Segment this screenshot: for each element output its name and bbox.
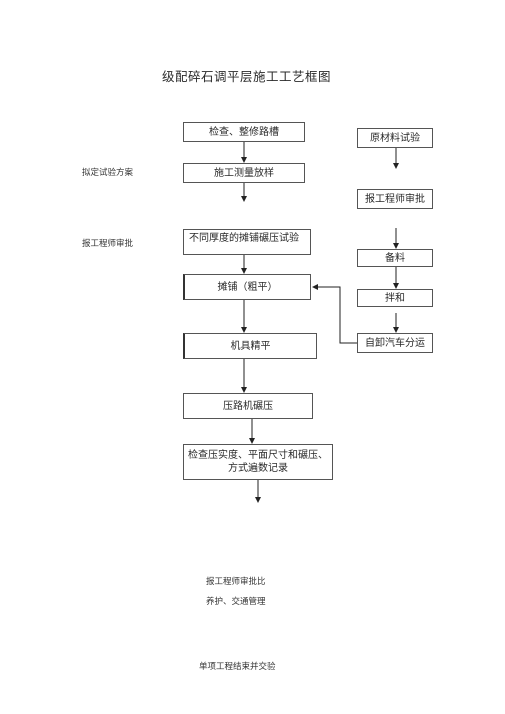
note-project-handover: 单项工程结束并交验 [199, 662, 276, 672]
note-maintenance-traffic: 养护、交通管理 [206, 597, 266, 607]
note-engineer-approval: 报工程师审批比 [206, 577, 266, 587]
step-compaction-check: 检查压实度、平面尺寸和碾压、 方式遍数记录 [183, 444, 333, 480]
arrow-transport-to-paving [312, 284, 357, 344]
side-label-approval: 报工程师审批 [82, 239, 134, 249]
step-dump-truck-transport: 自卸汽车分运 [357, 333, 433, 353]
check-line-1: 检查压实度、平面尺寸和碾压、 [188, 450, 328, 461]
step-material-test: 原材料试验 [357, 128, 433, 148]
step-inspect-roadbed: 检查、整修路槽 [183, 122, 305, 142]
step-roller-compaction: 压路机碾压 [183, 393, 313, 419]
step-engineer-approval: 报工程师审批 [357, 189, 433, 209]
check-line-2: 方式遍数记录 [228, 463, 288, 474]
step-machine-leveling: 机具精平 [183, 333, 317, 359]
step-stockpile: 备料 [357, 249, 433, 267]
side-label-plan: 拟定试验方案 [82, 168, 134, 178]
diagram-title: 级配碎石调平层施工工艺框图 [162, 69, 332, 84]
step-mixing: 拌和 [357, 289, 433, 307]
step-survey-layout: 施工测量放样 [183, 163, 305, 183]
step-paving-trial: 不同厚度的摊铺碾压试验 [183, 229, 311, 255]
step-rough-paving: 摊铺（粗平） [183, 274, 311, 300]
